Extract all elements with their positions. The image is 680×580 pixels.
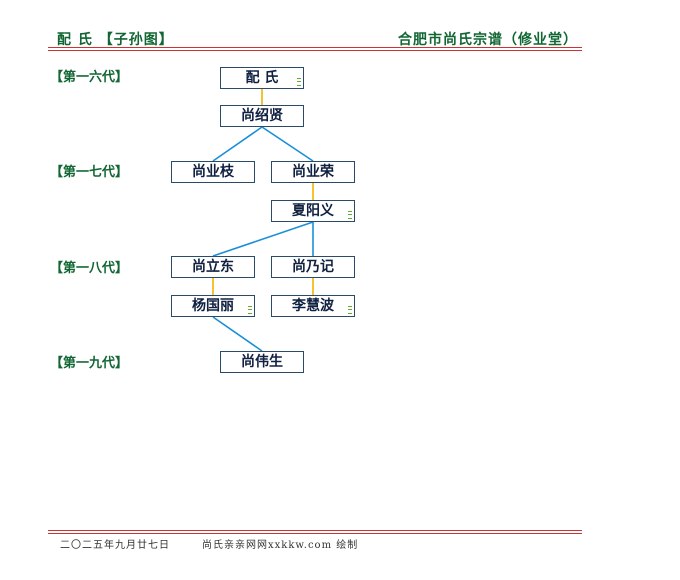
person-name: 配 氏 xyxy=(245,70,279,86)
site-credit: 尚氏亲亲网网xxkkw.com 绘制 xyxy=(202,540,359,551)
person-name: 尚立东 xyxy=(192,259,234,275)
person-node[interactable]: 夏阳义 xyxy=(271,200,355,222)
generation-label-18: 【第一八代】 xyxy=(50,261,129,276)
detail-marker-icon[interactable] xyxy=(297,78,301,86)
detail-marker-icon[interactable] xyxy=(348,211,352,219)
person-node[interactable]: 尚业枝 xyxy=(171,161,255,183)
person-node[interactable]: 尚绍贤 xyxy=(220,105,304,127)
draw-date: 二〇二五年九月廿七日 xyxy=(60,540,170,551)
header-rule-top xyxy=(48,47,582,48)
person-name: 尚业荣 xyxy=(292,164,334,180)
person-node[interactable]: 尚伟生 xyxy=(220,351,304,373)
person-name: 尚业枝 xyxy=(192,164,234,180)
generation-label-16: 【第一六代】 xyxy=(50,70,129,85)
person-node[interactable]: 尚业荣 xyxy=(271,161,355,183)
person-name: 杨国丽 xyxy=(192,298,234,314)
person-name: 李慧波 xyxy=(292,298,334,314)
generation-label-19: 【第一九代】 xyxy=(50,356,129,371)
footer-rule-bottom xyxy=(48,533,582,534)
person-node[interactable]: 杨国丽 xyxy=(171,295,255,317)
person-node[interactable]: 尚立东 xyxy=(171,256,255,278)
person-node[interactable]: 尚乃记 xyxy=(271,256,355,278)
header-rule-bottom xyxy=(48,50,582,51)
generation-label-17: 【第一七代】 xyxy=(50,165,129,180)
genealogy-name: 合肥市尚氏宗谱（修业堂） xyxy=(398,32,578,48)
child-link-line xyxy=(212,316,263,352)
child-link-line xyxy=(212,221,314,257)
person-name: 尚乃记 xyxy=(292,259,334,275)
child-link-line xyxy=(261,126,314,162)
page-title: 配 氏 【子孙图】 xyxy=(57,32,174,48)
child-link-line xyxy=(212,126,263,162)
person-name: 尚绍贤 xyxy=(241,108,283,124)
person-node[interactable]: 李慧波 xyxy=(271,295,355,317)
person-node[interactable]: 配 氏 xyxy=(220,67,304,89)
footer-rule-top xyxy=(48,530,582,531)
person-name: 尚伟生 xyxy=(241,354,283,370)
detail-marker-icon[interactable] xyxy=(348,306,352,314)
detail-marker-icon[interactable] xyxy=(248,306,252,314)
person-name: 夏阳义 xyxy=(292,203,334,219)
